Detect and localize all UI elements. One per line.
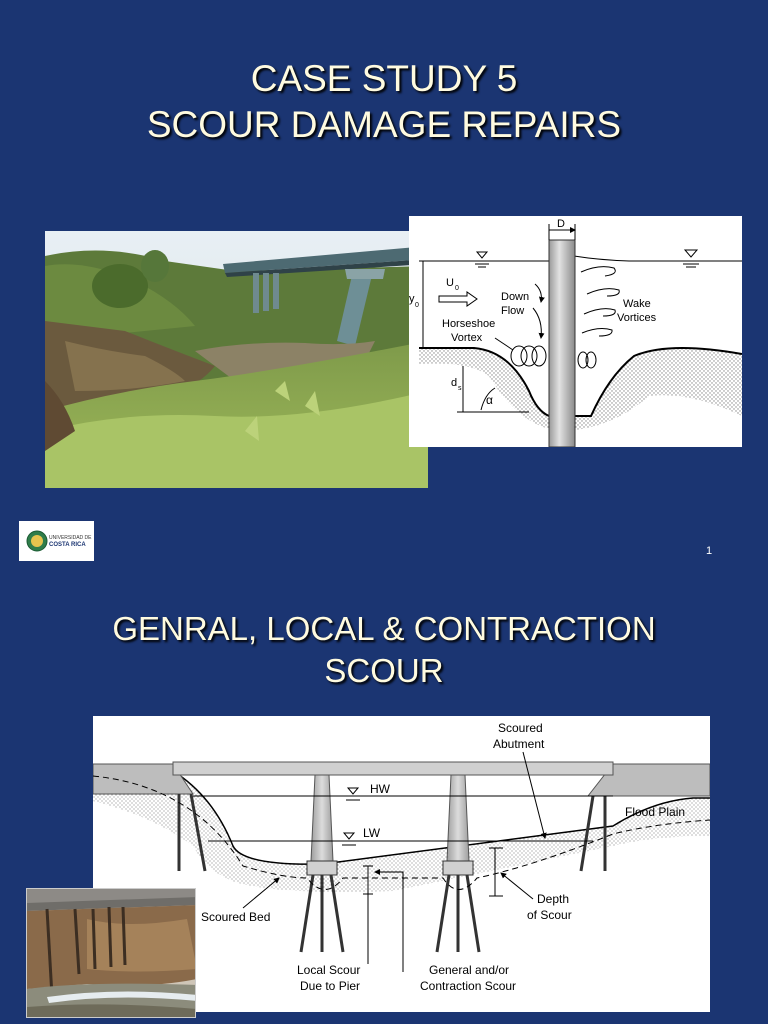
horseshoe-label: Horseshoe <box>442 318 495 330</box>
slide-1-title: CASE STUDY 5 SCOUR DAMAGE REPAIRS <box>0 56 768 148</box>
title-line-1: GENRAL, LOCAL & CONTRACTION <box>112 610 656 647</box>
y0-label: y <box>409 293 415 305</box>
ds-sub: s <box>458 385 462 392</box>
title-line-2: SCOUR DAMAGE REPAIRS <box>146 104 622 145</box>
ds-label: d <box>451 377 457 389</box>
general-contraction-label: General and/or <box>429 963 509 977</box>
pier-scour-diagram: D y 0 U 0 Down Flow Horseshoe Vortex Wa <box>409 216 743 448</box>
svg-text:of Scour: of Scour <box>527 908 572 922</box>
u0-label: U <box>446 277 454 289</box>
university-logo: UNIVERSIDAD DE COSTA RICA <box>19 521 94 561</box>
d-label: D <box>557 218 565 230</box>
title-line-2: SCOUR <box>324 652 444 689</box>
down-flow-label: Down <box>501 291 529 303</box>
scoured-abutment-label: Scoured <box>498 721 543 735</box>
logo-line-2: COSTA RICA <box>49 542 86 548</box>
flood-plain-label: Flood Plain <box>625 805 685 819</box>
svg-text:Vortices: Vortices <box>617 312 657 324</box>
title-line-1: CASE STUDY 5 <box>250 58 518 99</box>
logo-line-1: UNIVERSIDAD DE <box>49 535 92 541</box>
wake-label: Wake <box>623 298 651 310</box>
alpha-label: α <box>486 393 493 407</box>
page-number: 1 <box>706 545 713 557</box>
svg-text:Contraction Scour: Contraction Scour <box>420 979 516 993</box>
local-scour-label: Local Scour <box>297 963 360 977</box>
svg-text:Due to Pier: Due to Pier <box>300 979 360 993</box>
slide-2: GENRAL, LOCAL & CONTRACTION SCOUR <box>0 512 768 1024</box>
svg-text:Flow: Flow <box>501 305 524 317</box>
scoured-bed-label: Scoured Bed <box>201 910 270 924</box>
hw-label: HW <box>370 782 391 796</box>
bridge-scour-photo <box>45 231 428 488</box>
u0-sub: 0 <box>455 285 459 292</box>
y0-sub: 0 <box>415 302 419 309</box>
lw-label: LW <box>363 826 381 840</box>
slide-2-title: GENRAL, LOCAL & CONTRACTION SCOUR <box>0 608 768 692</box>
slide-1: CASE STUDY 5 SCOUR DAMAGE REPAIRS <box>0 56 768 148</box>
svg-text:Abutment: Abutment <box>493 737 545 751</box>
abutment-scour-photo <box>26 888 196 1018</box>
depth-of-scour-label: Depth <box>537 892 569 906</box>
svg-text:Vortex: Vortex <box>451 332 483 344</box>
